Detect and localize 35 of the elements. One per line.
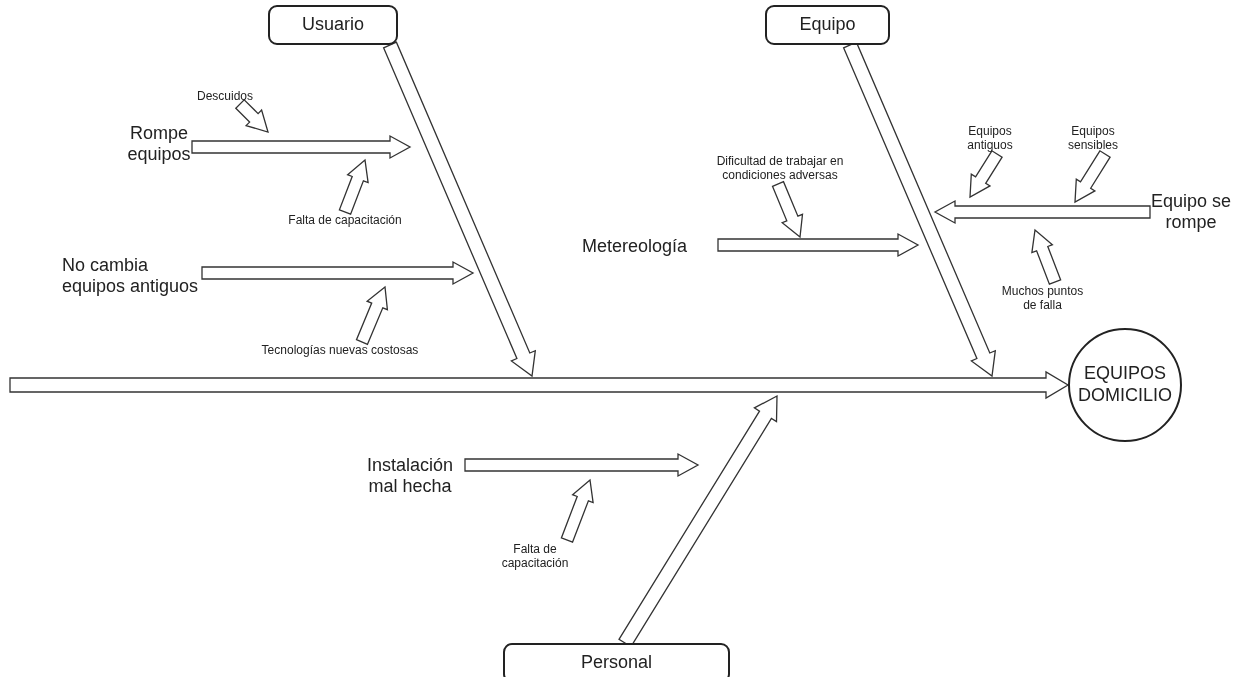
- node-label: Personal: [580, 652, 652, 674]
- category-box: [503, 643, 730, 677]
- block-arrow: [355, 285, 389, 346]
- sub-cause-text: Descuidos: [180, 88, 270, 104]
- block-arrow: [191, 134, 412, 160]
- sub-cause-text: Falta de capacitación: [495, 540, 575, 572]
- sub-cause-text: Falta de capacitación: [270, 212, 420, 228]
- sub-cause-text: Dificultad de trabajar en condiciones adversas: [705, 152, 855, 184]
- sub-cause-text: Tecnologías nuevas costosas: [235, 342, 445, 358]
- block-arrow: [717, 232, 920, 258]
- block-arrow: [234, 98, 269, 133]
- node-label: EQUIPOS DOMICILIO: [1077, 363, 1173, 407]
- block-arrow: [771, 180, 804, 239]
- block-arrow: [969, 149, 1003, 199]
- block-arrow: [201, 260, 475, 286]
- cause-text: Instalación mal hecha: [355, 452, 465, 500]
- block-arrow: [933, 199, 1151, 225]
- block-arrow: [1031, 228, 1062, 286]
- category-box: [268, 5, 398, 45]
- cause-text: No cambia equipos antiguos: [62, 252, 202, 300]
- block-arrow: [464, 452, 700, 478]
- sub-cause-text: Equipos antiguos: [955, 122, 1025, 154]
- sub-cause-text: Muchos puntos de falla: [995, 282, 1090, 314]
- sub-cause-text: Equipos sensibles: [1058, 122, 1128, 154]
- block-arrow: [9, 370, 1070, 400]
- node-label: Usuario: [302, 14, 364, 36]
- block-arrow: [1074, 149, 1111, 204]
- node-label: Equipo: [799, 14, 856, 36]
- cause-text: Equipo se rompe: [1150, 188, 1232, 236]
- cause-text: Metereología: [582, 234, 718, 258]
- block-arrow: [560, 478, 594, 543]
- cause-text: Rompe equipos: [126, 120, 192, 168]
- category-box: [765, 5, 890, 45]
- block-arrow: [338, 158, 369, 216]
- block-arrow: [382, 41, 537, 378]
